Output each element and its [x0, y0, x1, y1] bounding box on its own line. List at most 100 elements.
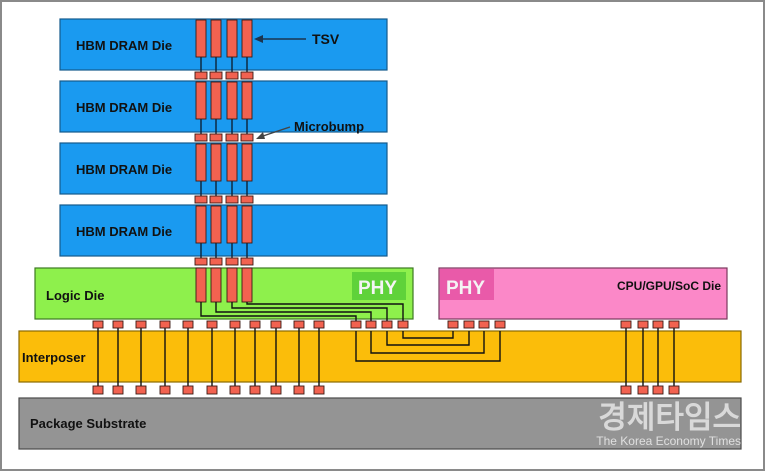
logic-phy-block — [352, 272, 406, 300]
watermark-korean: 경제타임스 — [598, 400, 741, 436]
soc-c4-bump — [652, 385, 664, 395]
top-bump — [313, 320, 325, 329]
phy-bump — [350, 320, 362, 329]
top-bump — [182, 320, 194, 329]
soc-c4-bump — [637, 385, 649, 395]
watermark-english: The Korea Economy Times — [596, 434, 741, 448]
microbump — [209, 257, 223, 266]
tsv-annotation: TSV — [312, 31, 340, 47]
microbump — [225, 257, 239, 266]
microbump — [225, 133, 239, 142]
logic-phy-wire — [231, 302, 388, 324]
top-bump — [229, 320, 241, 329]
microbump — [194, 71, 208, 80]
phy-bump — [447, 320, 459, 329]
tsv — [195, 205, 207, 244]
soc-bump — [620, 320, 632, 329]
soc-bump — [668, 320, 680, 329]
hbm-dram-die — [59, 18, 388, 71]
logic-tsv — [241, 267, 253, 303]
interposer-phy-link — [402, 331, 454, 339]
c4-bump — [249, 385, 261, 395]
microbump-arrow — [259, 126, 291, 138]
tsv — [241, 19, 253, 58]
microbump — [209, 133, 223, 142]
soc-phy-label: PHY — [446, 278, 485, 299]
logic-phy-label: PHY — [358, 278, 397, 299]
microbump — [194, 257, 208, 266]
phy-bump — [365, 320, 377, 329]
microbump — [209, 71, 223, 80]
logic-phy-wire — [200, 302, 357, 324]
logic-die — [34, 267, 414, 320]
microbump — [240, 257, 254, 266]
logic-phy-wire — [215, 302, 372, 324]
logic-die-label: Logic Die — [46, 288, 105, 303]
microbump-annotation: Microbump — [294, 119, 364, 134]
tsv-arrowhead — [254, 35, 263, 43]
tsv — [241, 143, 253, 182]
soc-die-label: CPU/GPU/SoC Die — [617, 279, 721, 293]
tsv — [210, 19, 222, 58]
c4-bump — [313, 385, 325, 395]
soc-c4-bump — [668, 385, 680, 395]
interposer-label: Interposer — [22, 350, 86, 365]
logic-tsv — [226, 267, 238, 303]
tsv — [226, 81, 238, 120]
top-bump — [112, 320, 124, 329]
microbump-arrowhead — [256, 132, 265, 139]
microbump — [209, 195, 223, 204]
hbm-dram-die-label: HBM DRAM Die — [76, 38, 172, 53]
hbm-dram-die — [59, 142, 388, 195]
hbm-dram-die — [59, 204, 388, 257]
microbump — [225, 71, 239, 80]
c4-bump — [135, 385, 147, 395]
tsv — [210, 205, 222, 244]
tsv — [226, 19, 238, 58]
tsv — [195, 143, 207, 182]
top-bump — [249, 320, 261, 329]
c4-bump — [112, 385, 124, 395]
phy-bump — [478, 320, 490, 329]
phy-bump — [463, 320, 475, 329]
package-substrate — [18, 397, 742, 450]
c4-bump — [270, 385, 282, 395]
tsv — [210, 81, 222, 120]
c4-bump — [206, 385, 218, 395]
c4-bump — [293, 385, 305, 395]
microbump — [240, 195, 254, 204]
tsv — [226, 205, 238, 244]
logic-tsv — [195, 267, 207, 303]
microbump — [194, 133, 208, 142]
package-substrate-label: Package Substrate — [30, 416, 146, 431]
interposer — [18, 330, 742, 383]
tsv — [241, 205, 253, 244]
hbm-dram-die-label: HBM DRAM Die — [76, 162, 172, 177]
soc-bump — [652, 320, 664, 329]
hbm-dram-die-label: HBM DRAM Die — [76, 224, 172, 239]
top-bump — [270, 320, 282, 329]
tsv — [210, 143, 222, 182]
microbump — [225, 195, 239, 204]
microbump — [194, 195, 208, 204]
hbm-dram-die — [59, 80, 388, 133]
logic-tsv — [210, 267, 222, 303]
tsv — [195, 81, 207, 120]
soc-bump — [637, 320, 649, 329]
hbm-dram-die-label: HBM DRAM Die — [76, 100, 172, 115]
c4-bump — [159, 385, 171, 395]
c4-bump — [92, 385, 104, 395]
tsv — [241, 81, 253, 120]
interposer-phy-link — [355, 331, 501, 362]
top-bump — [159, 320, 171, 329]
phy-bump — [397, 320, 409, 329]
logic-phy-wire — [246, 302, 404, 324]
phy-bump — [381, 320, 393, 329]
top-bump — [92, 320, 104, 329]
interposer-phy-link — [370, 331, 485, 354]
top-bump — [135, 320, 147, 329]
c4-bump — [229, 385, 241, 395]
soc-phy-block — [440, 269, 494, 300]
interposer-phy-link — [386, 331, 470, 346]
